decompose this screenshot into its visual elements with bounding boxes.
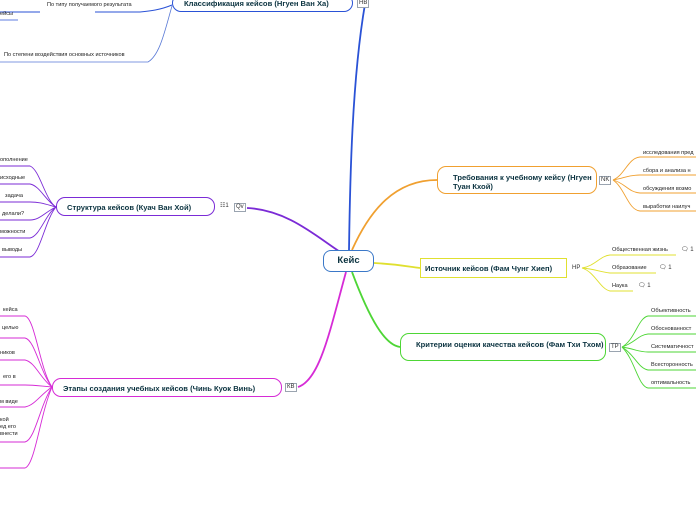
leaf-stages-6[interactable]: кой ед его внести [0, 417, 18, 437]
topic-structure-label: Структура кейсов (Куач Ван Хой) [67, 203, 192, 212]
leaf-criteria-2[interactable]: Обоснованност [651, 326, 692, 332]
topic-source-label: Источник кейсов (Фам Чунг Хиеп) [425, 264, 553, 273]
topic-structure-tag: Qv [234, 203, 246, 212]
topic-requirements-label: Требования к учебному кейсу (Нгуен Туан … [453, 173, 592, 191]
leaf-impact-degree[interactable]: По степени воздействия основных источник… [4, 52, 125, 58]
leaf-stages-2[interactable]: целью [2, 325, 19, 331]
leaf-science[interactable]: Наука [612, 283, 628, 289]
leaf-requirements-4[interactable]: выработки наилуч [643, 204, 691, 210]
leaf-structure-1[interactable]: ополнение [0, 157, 28, 163]
leaf-structure-3[interactable]: задача [5, 193, 23, 199]
comment-icon: 🗨 [638, 283, 646, 289]
leaf-science-comments[interactable]: 🗨 1 [638, 283, 651, 289]
leaf-social-life-comments[interactable]: 🗨 1 [681, 247, 694, 253]
leaf-criteria-4[interactable]: Всесторонность [651, 362, 693, 368]
leaf-requirements-2[interactable]: сбора и анализа н [643, 168, 691, 174]
root-topic[interactable]: Кейс [323, 250, 374, 272]
leaf-structure-5[interactable]: можности [0, 229, 26, 235]
topic-structure[interactable]: Структура кейсов (Куач Ван Хой) [56, 197, 215, 216]
leaf-cases[interactable]: ейсы [0, 11, 14, 17]
topic-classification-label: Классификация кейсов (Нгуен Ван Ха) [184, 0, 329, 8]
leaf-stages-1[interactable]: кейса [3, 307, 18, 313]
leaf-structure-4[interactable]: делали? [2, 211, 25, 217]
topic-requirements-tag: NK [599, 176, 612, 185]
comment-icon: 🗨 [681, 247, 689, 253]
leaf-criteria-3[interactable]: Систематичност [651, 344, 694, 350]
leaf-requirements-1[interactable]: исследования пред [643, 150, 694, 156]
root-label: Кейс [337, 255, 360, 266]
leaf-stages-4[interactable]: его в [3, 374, 16, 380]
leaf-requirements-3[interactable]: обсуждения возмо [643, 186, 692, 192]
topic-requirements[interactable]: Требования к учебному кейсу (Нгуен Туан … [437, 166, 597, 194]
topic-classification[interactable]: Классификация кейсов (Нгуен Ван Ха) [172, 0, 353, 12]
topic-criteria[interactable]: Критерии оценки качества кейсов (Фам Тхи… [400, 333, 606, 361]
leaf-result-type[interactable]: По типу получаемого результата [47, 2, 132, 8]
topic-structure-notes[interactable]: ☷1 [220, 203, 229, 210]
leaf-structure-2[interactable]: исходные [0, 175, 26, 181]
leaf-education-comments[interactable]: 🗨 1 [659, 265, 672, 271]
topic-stages[interactable]: Этапы создания учебных кейсов (Чинь Куок… [52, 378, 282, 397]
leaf-stages-5[interactable]: м виде [0, 399, 18, 405]
leaf-social-life[interactable]: Общественная жизнь [612, 247, 668, 253]
topic-classification-tag: НВ [357, 0, 370, 8]
list-icon: ☷ [220, 203, 226, 209]
topic-criteria-label: Критерии оценки качества кейсов (Фам Тхи… [416, 340, 604, 349]
topic-criteria-tag: TP [609, 343, 621, 352]
topic-stages-tag: КВ [285, 383, 297, 392]
topic-source[interactable]: Источник кейсов (Фам Чунг Хиеп) [420, 258, 567, 278]
leaf-education[interactable]: Образование [612, 265, 647, 271]
topic-source-tag: HP [572, 265, 581, 271]
leaf-criteria-5[interactable]: оптимальность [651, 380, 691, 386]
comment-icon: 🗨 [659, 265, 667, 271]
leaf-stages-3[interactable]: ников [0, 350, 15, 356]
leaf-structure-6[interactable]: выводы [2, 247, 23, 253]
topic-stages-label: Этапы создания учебных кейсов (Чинь Куок… [63, 384, 256, 393]
leaf-criteria-1[interactable]: Объективность [651, 308, 691, 314]
topic-structure-count: 1 [225, 203, 229, 209]
